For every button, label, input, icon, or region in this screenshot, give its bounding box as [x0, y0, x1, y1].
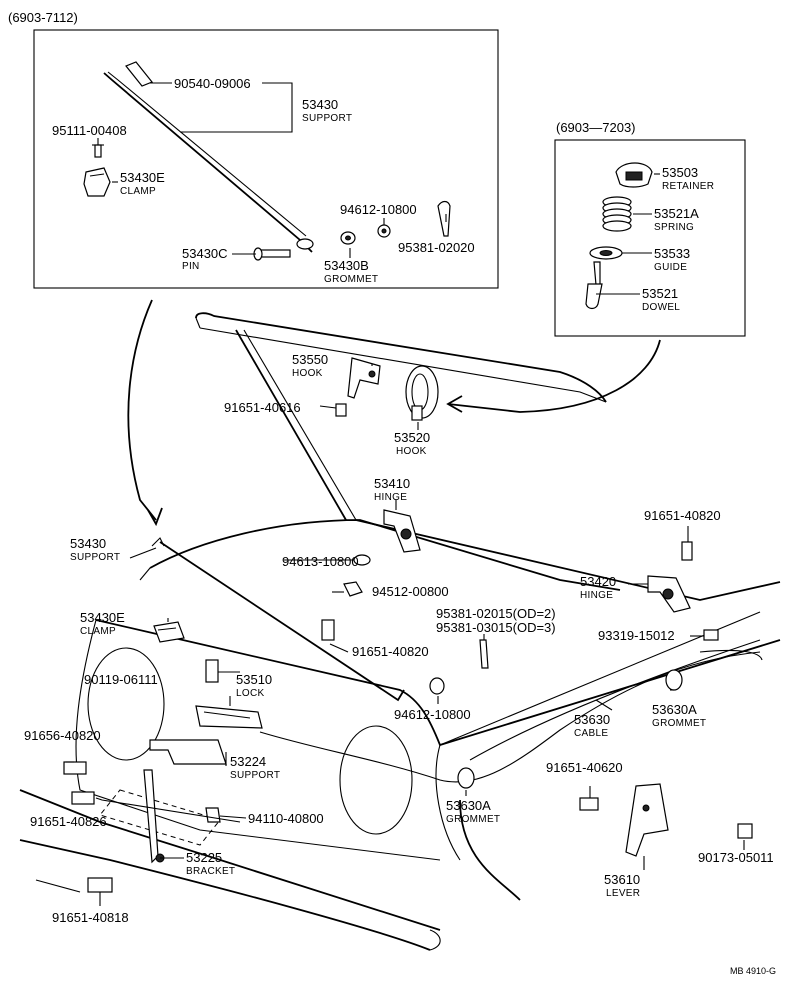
- label-94613-10800: 94613-10800: [282, 554, 359, 569]
- label-93319-15012: 93319-15012: [598, 628, 675, 643]
- name-53510: LOCK: [236, 688, 264, 699]
- name-53521: DOWEL: [642, 302, 680, 313]
- name-53224: SUPPORT: [230, 770, 280, 781]
- label-53630: 53630: [574, 712, 610, 727]
- inset-right-box: [554, 139, 746, 337]
- name-53630: CABLE: [574, 728, 608, 739]
- inset-right-header: (6903—7203): [556, 120, 636, 135]
- label-53430E-main: 53430E: [80, 610, 125, 625]
- label-91651-40616: 91651-40616: [224, 400, 301, 415]
- name-53430E-main: CLAMP: [80, 626, 116, 637]
- name-53410: HINGE: [374, 492, 407, 503]
- label-53430B: 53430B: [324, 258, 369, 273]
- label-91651-40820-center: 91651-40820: [352, 644, 429, 659]
- label-94612-10800-main: 94612-10800: [394, 707, 471, 722]
- name-53503: RETAINER: [662, 181, 714, 192]
- label-53430-top: 53430: [302, 97, 338, 112]
- label-53503: 53503: [662, 165, 698, 180]
- label-53630A-right: 53630A: [652, 702, 697, 717]
- label-90540-09006: 90540-09006: [174, 76, 251, 91]
- label-53510: 53510: [236, 672, 272, 687]
- label-91651-40620: 91651-40620: [546, 760, 623, 775]
- label-53410: 53410: [374, 476, 410, 491]
- name-53430B: GROMMET: [324, 274, 378, 285]
- name-53630A-center: GROMMET: [446, 814, 500, 825]
- main-support-rod: [159, 541, 405, 702]
- label-53550: 53550: [292, 352, 328, 367]
- label-94512-00800: 94512-00800: [372, 584, 449, 599]
- label-94110-40800: 94110-40800: [248, 811, 324, 826]
- inset-left-box: [33, 29, 499, 289]
- inset-left-drawing: [83, 61, 451, 261]
- arrow-inset-to-hook: [447, 339, 661, 413]
- label-53521: 53521: [642, 286, 678, 301]
- label-91656-40820: 91656-40820: [24, 728, 101, 743]
- name-53533: GUIDE: [654, 262, 687, 273]
- diagram-code: MB 4910-G: [730, 966, 776, 976]
- label-53630A-center: 53630A: [446, 798, 491, 813]
- label-53520: 53520: [394, 430, 430, 445]
- label-90173-05011: 90173-05011: [698, 850, 774, 865]
- label-53533: 53533: [654, 246, 690, 261]
- label-53430-main: 53430: [70, 536, 106, 551]
- name-53430E-top: CLAMP: [120, 186, 156, 197]
- label-91651-40820-right: 91651-40820: [644, 508, 721, 523]
- inset-left-header: (6903-7112): [8, 10, 78, 25]
- label-53420: 53420: [580, 574, 616, 589]
- label-95381-02020: 95381-02020: [398, 240, 475, 255]
- name-53420: HINGE: [580, 590, 613, 601]
- name-53430-top: SUPPORT: [302, 113, 352, 124]
- label-53224: 53224: [230, 754, 266, 769]
- inset-right-drawing: [585, 162, 653, 310]
- label-95111-00408: 95111-00408: [52, 123, 127, 138]
- name-53430-main: SUPPORT: [70, 552, 120, 563]
- name-53521A: SPRING: [654, 222, 694, 233]
- leader-lines: [66, 82, 745, 906]
- arrow-inset-to-support: [127, 299, 157, 521]
- label-94612-10800-top: 94612-10800: [340, 202, 417, 217]
- label-53430C: 53430C: [182, 246, 228, 261]
- name-53225: BRACKET: [186, 866, 235, 877]
- label-91651-40818: 91651-40818: [52, 910, 129, 925]
- label-53430E-top: 53430E: [120, 170, 165, 185]
- label-95381-02015: 95381-02015(OD=2): [436, 606, 556, 621]
- name-53430C: PIN: [182, 261, 200, 272]
- label-53521A: 53521A: [654, 206, 699, 221]
- label-53225: 53225: [186, 850, 222, 865]
- name-53630A-right: GROMMET: [652, 718, 706, 729]
- label-90119-06111: 90119-06111: [84, 672, 158, 687]
- label-95381-03015: 95381-03015(OD=3): [436, 620, 556, 635]
- name-53550: HOOK: [292, 368, 323, 379]
- label-53610: 53610: [604, 872, 640, 887]
- name-53610: LEVER: [606, 888, 640, 899]
- name-53520: HOOK: [396, 446, 427, 457]
- label-91651-40826: 91651-40826: [30, 814, 107, 829]
